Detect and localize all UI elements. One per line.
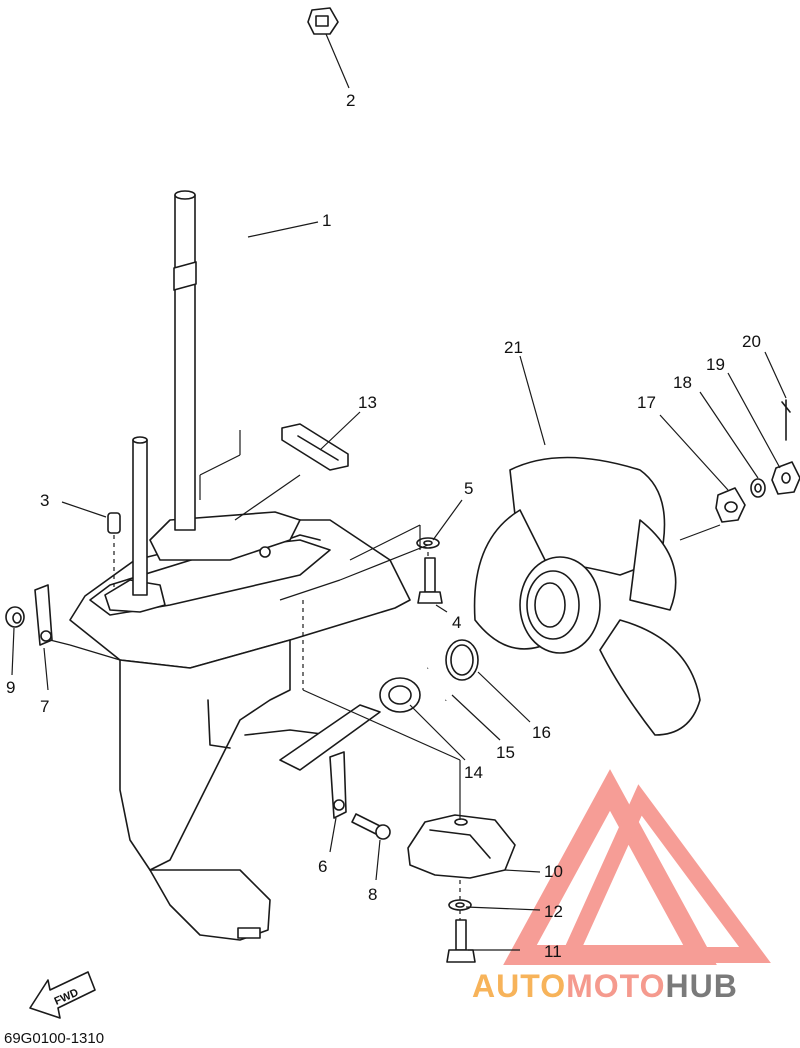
watermark-text-moto: MOTO [566, 968, 665, 1004]
callout-8: 8 [368, 885, 377, 904]
bolt-11 [446, 919, 476, 963]
bolt-4 [417, 557, 443, 604]
clip-7 [34, 584, 53, 646]
callout-9: 9 [6, 678, 15, 697]
spacer-17 [715, 487, 746, 523]
watermark-triangle-inner [557, 784, 771, 963]
callout-16: 16 [532, 723, 551, 742]
assembly-lines [49, 430, 721, 920]
diagram-code: 69G0100-1310 [4, 1030, 105, 1047]
callout-13: 13 [358, 393, 377, 412]
callout-5: 5 [464, 479, 473, 498]
svg-text:AUTOMOTOHUB: AUTOMOTOHUB [472, 968, 738, 1004]
callout-3: 3 [40, 491, 49, 510]
nut-19 [771, 461, 800, 495]
callout-20: 20 [742, 332, 761, 351]
shift-rod [132, 436, 148, 596]
propeller-shaft-housing [279, 677, 421, 771]
callout-17: 17 [637, 393, 656, 412]
drive-shaft [173, 190, 197, 531]
callout-14: 14 [464, 763, 483, 782]
callout-labels: 1 2 3 4 5 6 7 8 9 10 11 12 13 14 15 16 1… [6, 91, 761, 961]
dowel-pin [107, 512, 121, 590]
lower-case [69, 511, 411, 941]
screw-8 [351, 813, 391, 840]
propeller [473, 456, 701, 736]
watermark-logo [503, 769, 771, 965]
callout-12: 12 [544, 902, 563, 921]
callout-19: 19 [706, 355, 725, 374]
callout-11: 11 [544, 942, 562, 961]
callout-7: 7 [40, 697, 49, 716]
callout-1: 1 [322, 211, 331, 230]
callout-6: 6 [318, 857, 327, 876]
callout-15: 15 [496, 743, 515, 762]
grommet [307, 7, 339, 35]
fwd-arrow: FWD [29, 971, 96, 1019]
watermark-text: AUTOMOTOHUB [472, 968, 738, 1004]
clip-6 [329, 751, 347, 819]
cap-9 [5, 606, 25, 628]
callout-10: 10 [544, 862, 563, 881]
callout-18: 18 [673, 373, 692, 392]
washer-18 [750, 478, 766, 498]
callout-4: 4 [452, 613, 461, 632]
leader-lines [11, 33, 787, 951]
o-ring-16 [445, 639, 479, 681]
callout-21: 21 [504, 338, 523, 357]
cotter-pin-20 [781, 399, 791, 441]
watermark-text-hub: HUB [665, 968, 737, 1004]
seal-13 [281, 423, 349, 471]
anode-10 [407, 814, 516, 879]
callout-2: 2 [346, 91, 355, 110]
water-tube [236, 26, 302, 429]
washer-12 [448, 899, 472, 911]
watermark-text-auto: AUTO [472, 968, 566, 1004]
